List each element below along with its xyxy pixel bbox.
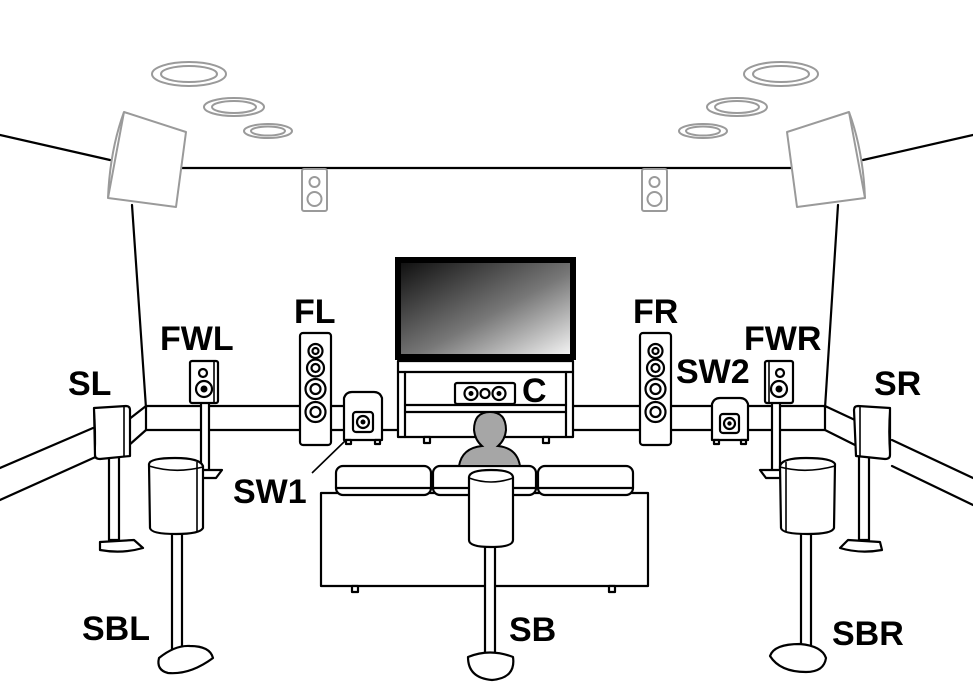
height-speaker-right: [786, 111, 866, 208]
label-c: C: [522, 372, 547, 410]
wall-speaker-left: [301, 168, 328, 212]
height-speaker-left: [107, 111, 187, 208]
ceiling-speaker-right-1: [743, 61, 819, 87]
ceiling-speaker-right-2: [706, 97, 768, 117]
label-sb: SB: [509, 611, 556, 649]
label-sbl: SBL: [82, 610, 150, 648]
label-sbr: SBR: [832, 615, 904, 653]
front-right-speaker-icon: [638, 331, 673, 447]
subwoofer-1-icon: [342, 390, 384, 446]
front-wide-left-speaker-icon: [188, 359, 224, 480]
subwoofer-2-icon: [710, 396, 750, 446]
surround-back-right-speaker-icon: [768, 456, 837, 674]
ceiling-speaker-left-1: [151, 61, 227, 87]
surround-right-speaker-icon: [838, 404, 892, 553]
surround-back-left-speaker-icon: [147, 456, 215, 675]
ceiling-speaker-right-3: [678, 123, 728, 139]
ceiling-speaker-left-3: [243, 123, 293, 139]
label-fwr: FWR: [744, 320, 821, 358]
label-sw1: SW1: [233, 473, 307, 511]
label-fl: FL: [294, 293, 336, 331]
front-wide-right-speaker-icon: [758, 359, 795, 480]
label-sw2: SW2: [676, 353, 750, 391]
television-icon: [395, 257, 576, 366]
surround-back-speaker-icon: [466, 468, 515, 682]
center-speaker-icon: [453, 381, 517, 406]
front-left-speaker-icon: [298, 331, 333, 447]
room-walls: [0, 133, 973, 507]
ceiling-speakers: [151, 61, 819, 139]
label-sl: SL: [68, 365, 111, 403]
wall-speaker-right: [641, 168, 668, 212]
label-fr: FR: [633, 293, 678, 331]
label-fwl: FWL: [160, 320, 234, 358]
person-silhouette-icon: [457, 410, 522, 467]
surround-left-speaker-icon: [92, 404, 145, 553]
label-sr: SR: [874, 365, 921, 403]
ceiling-speaker-left-2: [203, 97, 265, 117]
sw1-leader-line: [311, 440, 346, 474]
